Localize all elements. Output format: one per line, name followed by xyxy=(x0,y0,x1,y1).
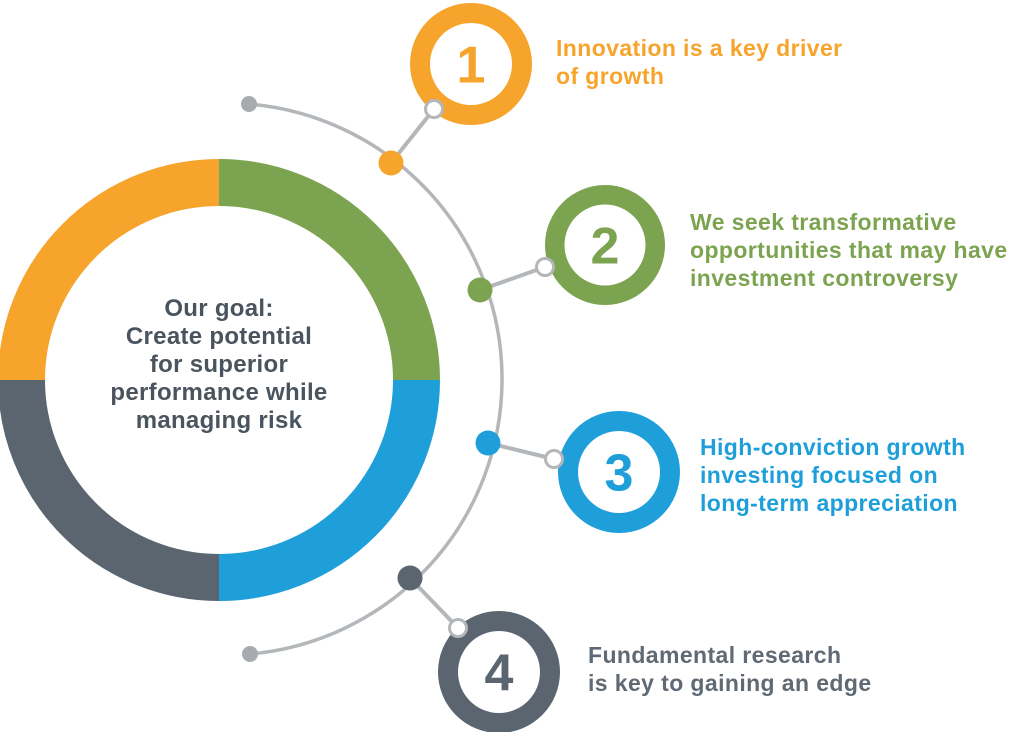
pin-dots xyxy=(424,99,564,638)
numbered-circle-2-inner xyxy=(564,204,646,286)
item-2-label: We seek transformative opportunities tha… xyxy=(690,209,1008,291)
orbit-arc-end-dot-bottom xyxy=(242,646,258,662)
pin-dot-3 xyxy=(544,449,564,469)
donut-segment-blue xyxy=(218,379,440,601)
item-3-line-2: investing focused on xyxy=(700,462,938,488)
donut-chart xyxy=(0,159,440,601)
orbit-arc-end-dot-top xyxy=(241,96,257,112)
arc-node-4-slate xyxy=(397,565,423,591)
item-3-label: High-conviction growth investing focused… xyxy=(700,434,966,516)
donut-segment-slate xyxy=(0,379,220,601)
orbit-arc xyxy=(248,102,504,656)
numbered-circle-1-label: 1 xyxy=(457,37,486,95)
pin-dot-1 xyxy=(424,99,444,119)
numbered-circle-1: 1 xyxy=(410,3,532,125)
numbered-circle-3: 3 xyxy=(558,411,680,533)
goal-line-1: Our goal: xyxy=(164,295,273,322)
item-2-line-1: We seek transformative xyxy=(690,209,957,235)
item-4-label: Fundamental research is key to gaining a… xyxy=(588,642,872,696)
numbered-circle-2: 2 xyxy=(545,185,665,305)
item-3-line-3: long-term appreciation xyxy=(700,490,958,516)
numbered-circle-3-label: 3 xyxy=(605,445,634,503)
item-1-label: Innovation is a key driver of growth xyxy=(556,35,843,89)
pin-dot-2 xyxy=(535,257,555,277)
goal-line-3: for superior xyxy=(150,351,288,378)
donut-segment-orange xyxy=(0,159,220,381)
numbered-circle-3-inner xyxy=(578,431,660,513)
item-1-line-2: of growth xyxy=(556,63,664,89)
item-2-line-3: investment controversy xyxy=(690,265,958,291)
donut-segment-green xyxy=(218,159,440,381)
item-2-line-2: opportunities that may have xyxy=(690,237,1008,263)
numbered-circle-2-label: 2 xyxy=(591,218,620,276)
donut-center-text: Our goal: Create potential for superior … xyxy=(110,295,327,434)
goal-line-5: managing risk xyxy=(136,407,303,434)
item-1-line-1: Innovation is a key driver xyxy=(556,35,843,61)
numbered-circle-4: 4 xyxy=(438,611,560,732)
arc-node-2-green xyxy=(467,277,493,303)
numbered-circle-4-inner xyxy=(458,631,540,713)
goal-line-2: Create potential xyxy=(126,323,312,350)
arc-node-3-blue xyxy=(475,430,501,456)
goal-line-4: performance while xyxy=(110,379,327,406)
arc-node-1-orange xyxy=(378,150,404,176)
pin-dot-4 xyxy=(448,618,468,638)
item-3-line-1: High-conviction growth xyxy=(700,434,966,460)
numbered-circle-1-inner xyxy=(430,23,512,105)
item-4-line-1: Fundamental research xyxy=(588,642,841,668)
item-4-line-2: is key to gaining an edge xyxy=(588,670,872,696)
numbered-circle-4-label: 4 xyxy=(485,645,514,703)
